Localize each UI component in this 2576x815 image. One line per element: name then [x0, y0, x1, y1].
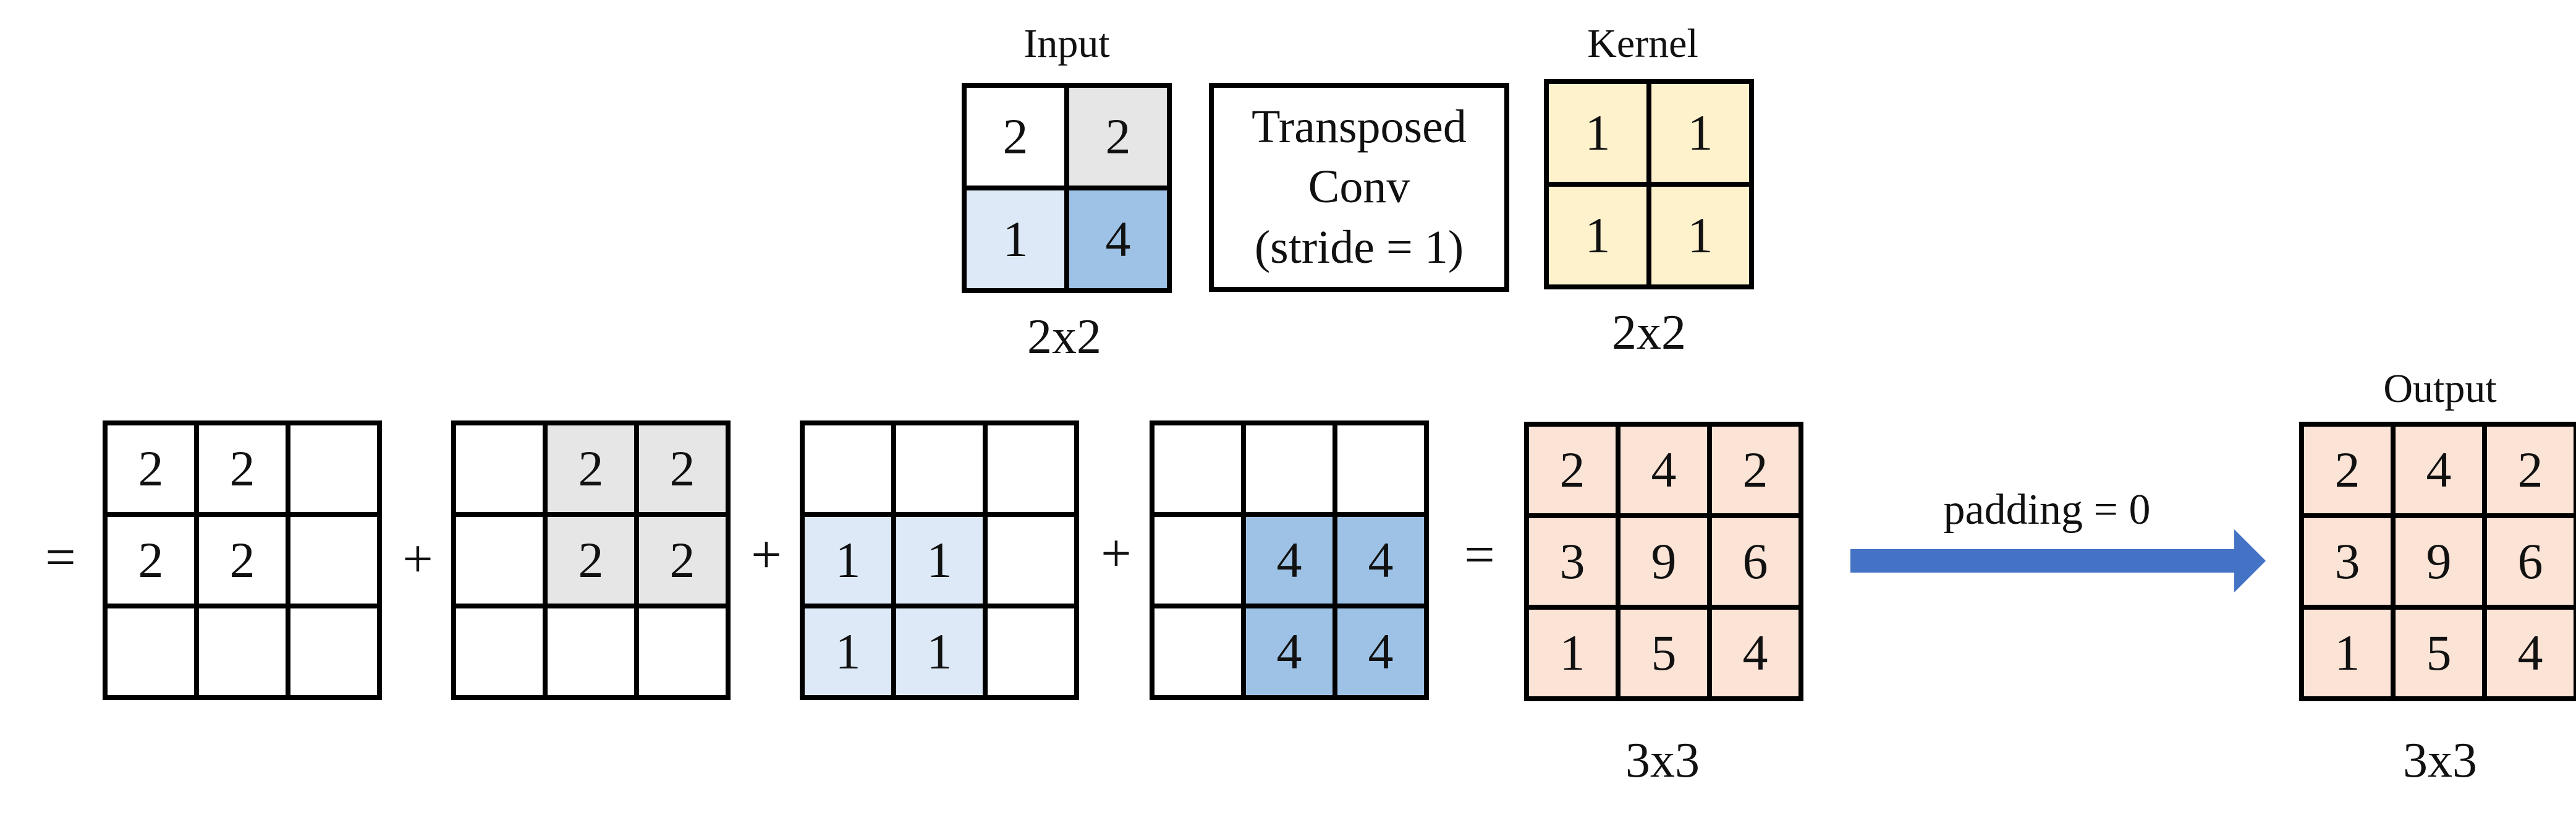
- padding-label: padding = 0: [1943, 486, 2151, 534]
- matrix-cell: [290, 608, 377, 695]
- output-size-label: 3x3: [2403, 733, 2477, 788]
- matrix-cell: 2: [548, 517, 634, 604]
- arrow-shape: [1850, 529, 2266, 592]
- matrix-cell: 2: [199, 517, 286, 604]
- output-title: Output: [2383, 366, 2497, 411]
- matrix-cell: [896, 425, 983, 512]
- matrix-cell: [805, 425, 891, 512]
- matrix-cell: [1337, 425, 1424, 512]
- matrix-cell: [1155, 608, 1241, 695]
- equals-sign-1: =: [45, 527, 76, 587]
- matrix-cell: 4: [1246, 517, 1332, 604]
- plus-sign-1: +: [402, 529, 433, 589]
- matrix-cell: [1155, 425, 1241, 512]
- matrix-cell: 6: [2487, 518, 2574, 605]
- matrix-cell: [988, 608, 1074, 695]
- matrix-cell: 1: [1549, 84, 1646, 182]
- matrix-cell: 2: [199, 425, 286, 512]
- matrix-cell: 4: [2487, 610, 2574, 696]
- matrix-cell: 2: [2487, 427, 2574, 513]
- matrix-cell: 9: [2396, 518, 2482, 605]
- matrix-cell: 1: [805, 517, 891, 604]
- matrix-cell: 2: [108, 425, 194, 512]
- matrix-cell: 2: [2304, 427, 2391, 513]
- matrix-cell: 1: [1529, 610, 1616, 696]
- matrix-cell: [548, 608, 634, 695]
- matrix-cell: 1: [1651, 187, 1749, 284]
- equals-sign-2: =: [1464, 525, 1495, 585]
- matrix-cell: 1: [1549, 187, 1646, 284]
- transposed-conv-box: Transposed Conv (stride = 1): [1209, 83, 1509, 292]
- matrix-cell: [988, 425, 1074, 512]
- matrix-cell: [199, 608, 286, 695]
- matrix-cell: 4: [1337, 517, 1424, 604]
- matrix-cell: [988, 517, 1074, 604]
- matrix-cell: 3: [2304, 518, 2391, 605]
- matrix-cell: 4: [1337, 608, 1424, 695]
- matrix-cell: 9: [1621, 518, 1707, 605]
- right-arrow-icon: [1850, 529, 2266, 592]
- matrix-cell: 1: [2304, 610, 2391, 696]
- matrix-cell: [456, 608, 543, 695]
- operation-line-3: (stride = 1): [1254, 221, 1464, 273]
- matrix-cell: [456, 425, 543, 512]
- matrix-cell: 1: [896, 608, 983, 695]
- matrix-cell: 2: [639, 425, 726, 512]
- matrix-cell: 1: [805, 608, 891, 695]
- matrix-cell: 4: [1621, 427, 1707, 513]
- matrix-cell: 2: [1529, 427, 1616, 513]
- kernel-title: Kernel: [1587, 21, 1698, 66]
- matrix-cell: [290, 425, 377, 512]
- matrix-cell: 2: [548, 425, 634, 512]
- matrix-cell: [456, 517, 543, 604]
- matrix-cell: 1: [896, 517, 983, 604]
- sum-result-size-label: 3x3: [1625, 733, 1700, 788]
- kernel-size-label: 2x2: [1612, 305, 1686, 360]
- matrix-cell: 1: [1651, 84, 1749, 182]
- input-title: Input: [1023, 21, 1110, 66]
- plus-sign-2: +: [751, 525, 782, 585]
- matrix-cell: 2: [108, 517, 194, 604]
- matrix-cell: [108, 608, 194, 695]
- matrix-cell: 4: [1069, 190, 1167, 288]
- matrix-cell: [290, 517, 377, 604]
- matrix-cell: 2: [1069, 88, 1167, 186]
- matrix-cell: 4: [2396, 427, 2482, 513]
- matrix-cell: 2: [967, 88, 1064, 186]
- matrix-cell: [639, 608, 726, 695]
- input-size-label: 2x2: [1027, 310, 1101, 364]
- matrix-cell: [1155, 517, 1241, 604]
- matrix-cell: 6: [1712, 518, 1799, 605]
- matrix-cell: 5: [2396, 610, 2482, 696]
- matrix-cell: 4: [1712, 610, 1799, 696]
- operation-line-2: Conv: [1308, 161, 1410, 213]
- operation-line-1: Transposed: [1252, 101, 1467, 153]
- matrix-cell: [1246, 425, 1332, 512]
- matrix-cell: 2: [639, 517, 726, 604]
- matrix-cell: 1: [967, 190, 1064, 288]
- matrix-cell: 5: [1621, 610, 1707, 696]
- plus-sign-3: +: [1101, 524, 1132, 584]
- matrix-cell: 4: [1246, 608, 1332, 695]
- matrix-cell: 2: [1712, 427, 1799, 513]
- matrix-cell: 3: [1529, 518, 1616, 605]
